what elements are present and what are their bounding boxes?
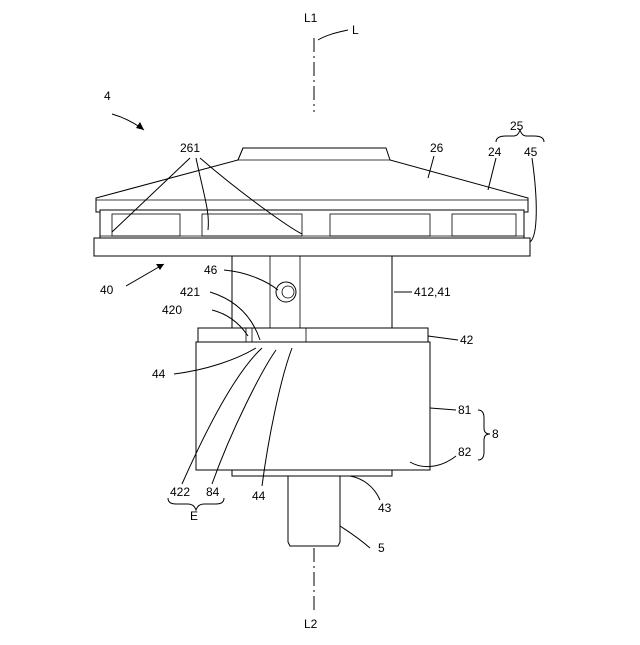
label-421: 421	[180, 285, 200, 299]
label-E: E	[190, 509, 198, 523]
label-25: 25	[510, 119, 524, 133]
label-45: 45	[524, 145, 538, 159]
label-4: 4	[104, 89, 111, 103]
leader-24	[488, 158, 496, 190]
label-44-bottom: 44	[252, 489, 266, 503]
label-420: 420	[162, 303, 182, 317]
label-43: 43	[378, 501, 392, 515]
label-412-41: 412,41	[414, 285, 451, 299]
leader-5	[340, 526, 370, 548]
brace-8	[478, 410, 490, 460]
label-81: 81	[458, 403, 472, 417]
lower-housing	[196, 342, 430, 470]
flange	[198, 328, 428, 342]
bottom-disc	[232, 470, 392, 476]
label-42: 42	[460, 333, 474, 347]
label-8: 8	[492, 427, 499, 441]
label-82: 82	[458, 445, 472, 459]
leader-45	[530, 158, 536, 242]
label-26: 26	[430, 141, 444, 155]
base-plate	[94, 238, 530, 256]
arrow-4	[136, 122, 144, 130]
label-L: L	[352, 23, 359, 37]
label-L2: L2	[304, 617, 318, 631]
leader-L	[318, 30, 348, 40]
label-46: 46	[204, 263, 218, 277]
output-shaft	[288, 476, 340, 546]
leader-42	[428, 336, 458, 340]
label-44-left: 44	[152, 367, 166, 381]
label-84: 84	[206, 485, 220, 499]
label-261: 261	[180, 141, 200, 155]
label-L1: L1	[304, 11, 318, 25]
label-422: 422	[170, 485, 190, 499]
set-screw-outer	[276, 282, 296, 302]
cap-outline	[96, 148, 528, 212]
label-5: 5	[378, 541, 385, 555]
shaft-body	[232, 256, 392, 328]
leader-43	[350, 476, 380, 500]
leader-81	[430, 408, 456, 410]
label-24: 24	[488, 145, 502, 159]
label-40: 40	[100, 283, 114, 297]
arrow-40	[156, 264, 164, 270]
